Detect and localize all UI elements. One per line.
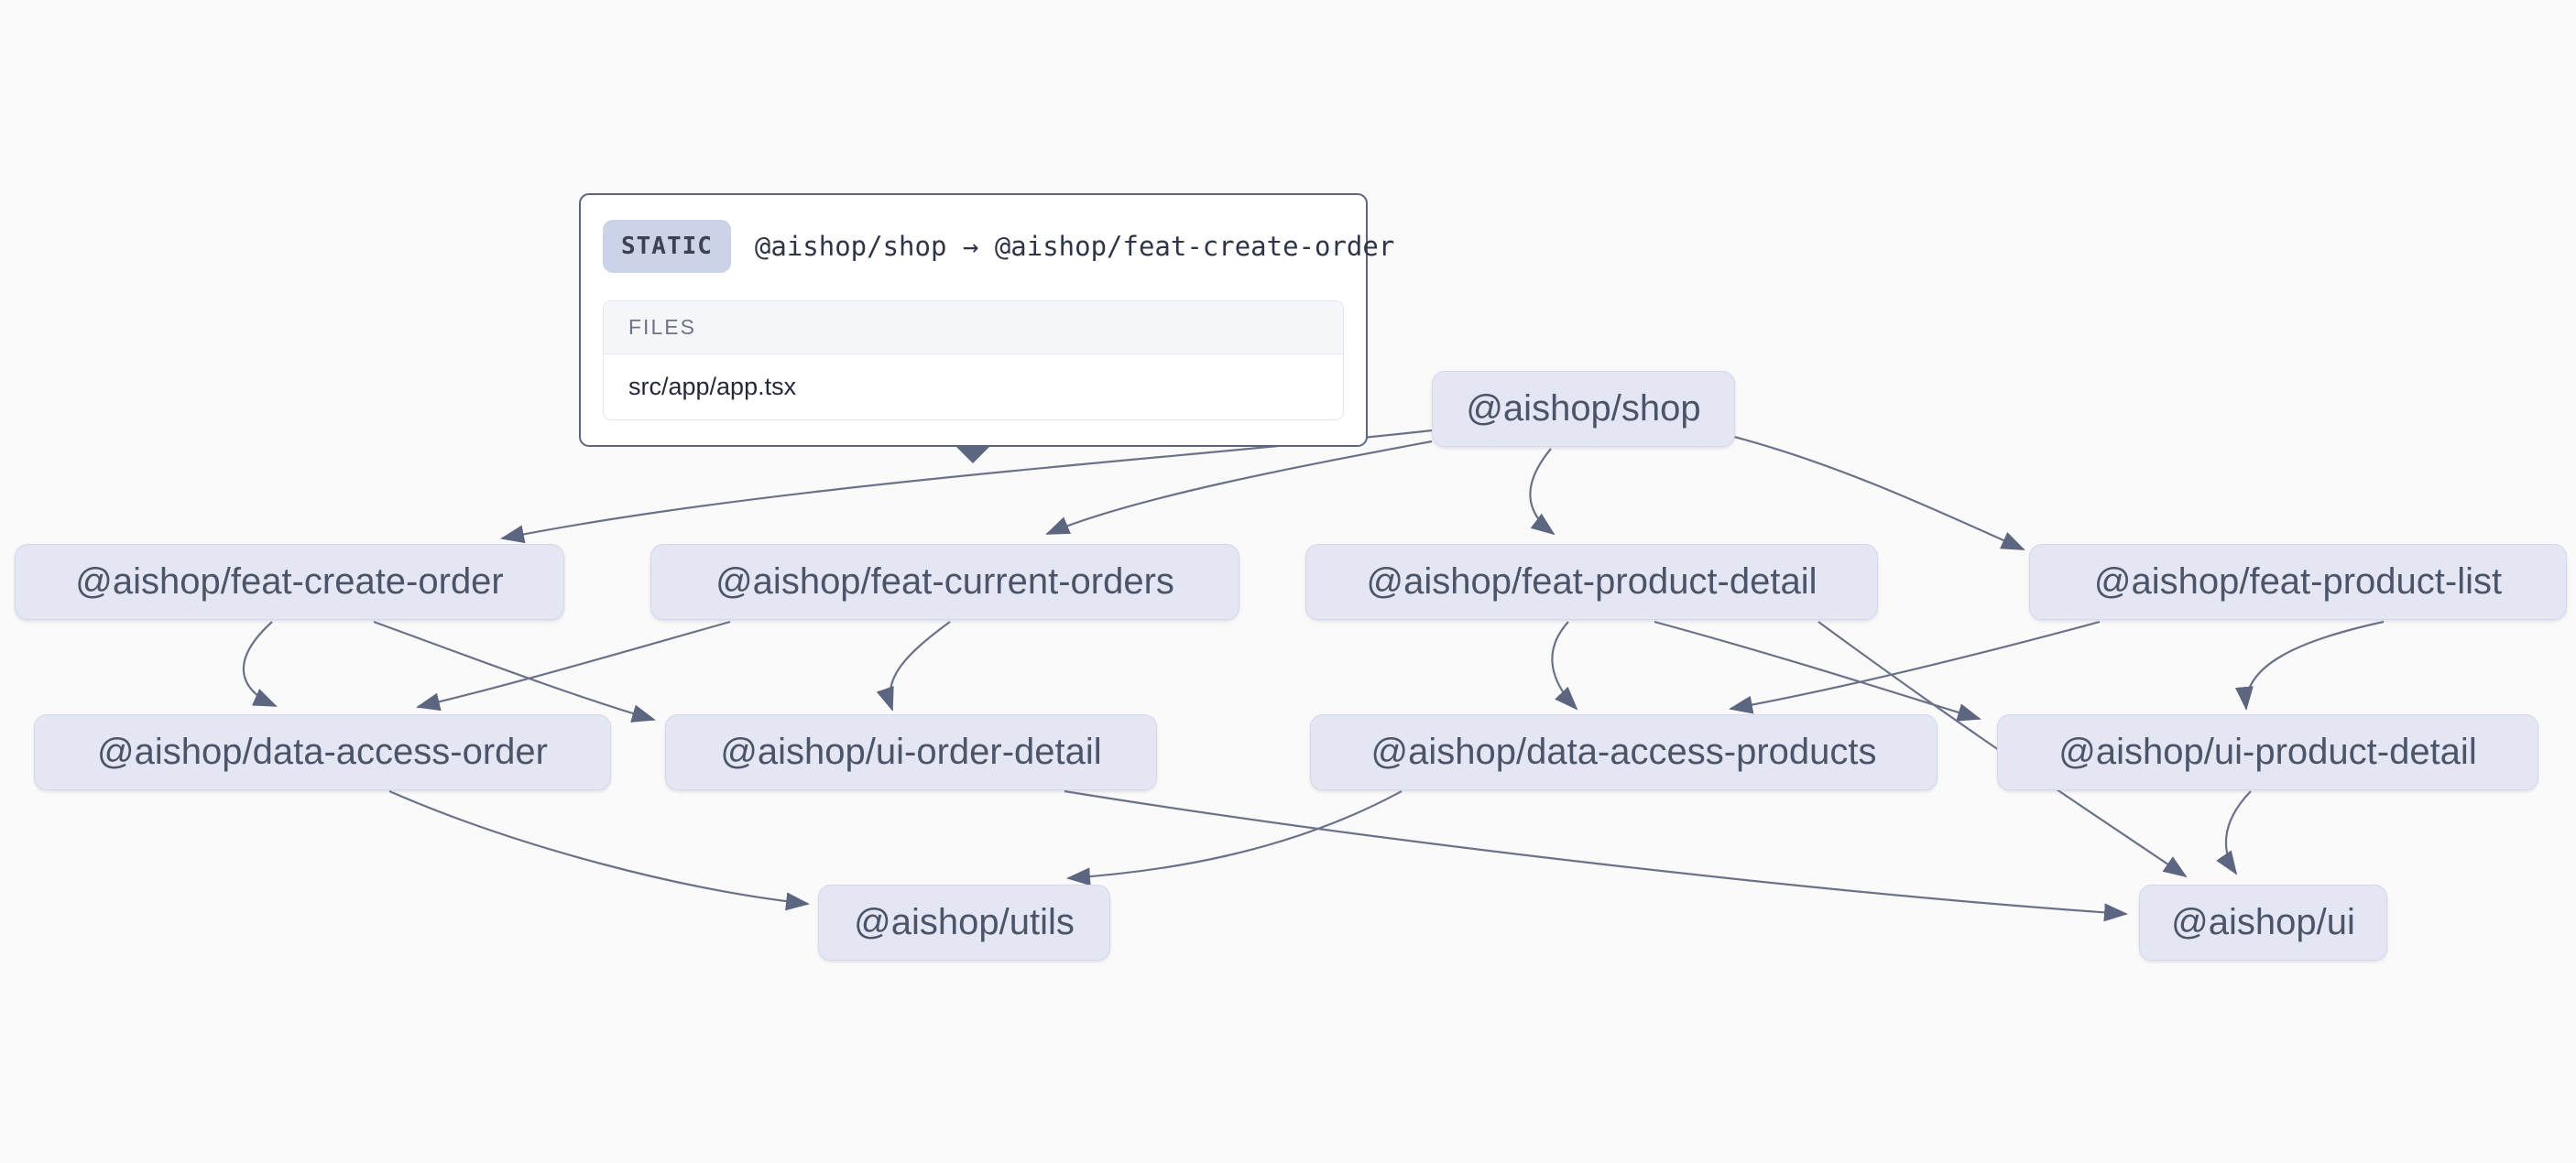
edge-feat-product-list-data-access-products[interactable] <box>1729 620 2101 714</box>
edge-ui-product-detail-ui[interactable] <box>2216 790 2252 875</box>
graph-node-utils[interactable]: @aishop/utils <box>818 885 1110 961</box>
graph-node-ui[interactable]: @aishop/ui <box>2139 885 2387 961</box>
edge-shop-feat-current-orders[interactable] <box>1045 440 1433 536</box>
files-section-label: FILES <box>604 301 1343 354</box>
graph-node-ui-product-detail[interactable]: @aishop/ui-product-detail <box>1997 714 2538 790</box>
edge-shop-feat-product-list[interactable] <box>1733 435 2025 551</box>
graph-node-feat-product-detail[interactable]: @aishop/feat-product-detail <box>1305 544 1878 620</box>
edge-data-access-products-utils[interactable] <box>1066 790 1403 886</box>
edge-feat-current-orders-ui-order-detail[interactable] <box>876 621 951 712</box>
edge-feat-current-orders-data-access-order[interactable] <box>416 620 731 712</box>
edge-feat-product-detail-data-access-products[interactable] <box>1551 621 1578 711</box>
edge-ui-order-detail-ui[interactable] <box>1064 789 2128 922</box>
graph-node-shop[interactable]: @aishop/shop <box>1432 371 1735 447</box>
graph-node-feat-current-orders[interactable]: @aishop/feat-current-orders <box>650 544 1239 620</box>
edge-type-badge: STATIC <box>603 220 731 273</box>
graph-node-feat-product-list[interactable]: @aishop/feat-product-list <box>2029 544 2567 620</box>
edge-tooltip-files-panel: FILES src/app/app.tsx <box>603 300 1344 420</box>
graph-node-data-access-products[interactable]: @aishop/data-access-products <box>1310 714 1937 790</box>
edge-tooltip-header: STATIC @aishop/shop → @aishop/feat-creat… <box>603 220 1394 273</box>
edge-shop-feat-product-detail[interactable] <box>1529 448 1555 536</box>
edge-feat-create-order-ui-order-detail[interactable] <box>373 620 656 723</box>
edge-tooltip: STATIC @aishop/shop → @aishop/feat-creat… <box>579 193 1394 463</box>
graph-node-feat-create-order[interactable]: @aishop/feat-create-order <box>15 544 564 620</box>
graph-node-data-access-order[interactable]: @aishop/data-access-order <box>34 714 611 790</box>
tooltip-caret <box>955 445 991 463</box>
edge-feat-create-order-data-access-order[interactable] <box>242 621 278 708</box>
edge-data-access-order-utils[interactable] <box>388 789 810 911</box>
file-path: src/app/app.tsx <box>604 354 1343 419</box>
edge-tooltip-title: @aishop/shop → @aishop/feat-create-order <box>754 231 1395 262</box>
edge-feat-product-list-ui-product-detail[interactable] <box>2234 620 2385 711</box>
graph-node-ui-order-detail[interactable]: @aishop/ui-order-detail <box>665 714 1157 790</box>
edge-feat-product-detail-ui-product-detail[interactable] <box>1654 620 1981 722</box>
